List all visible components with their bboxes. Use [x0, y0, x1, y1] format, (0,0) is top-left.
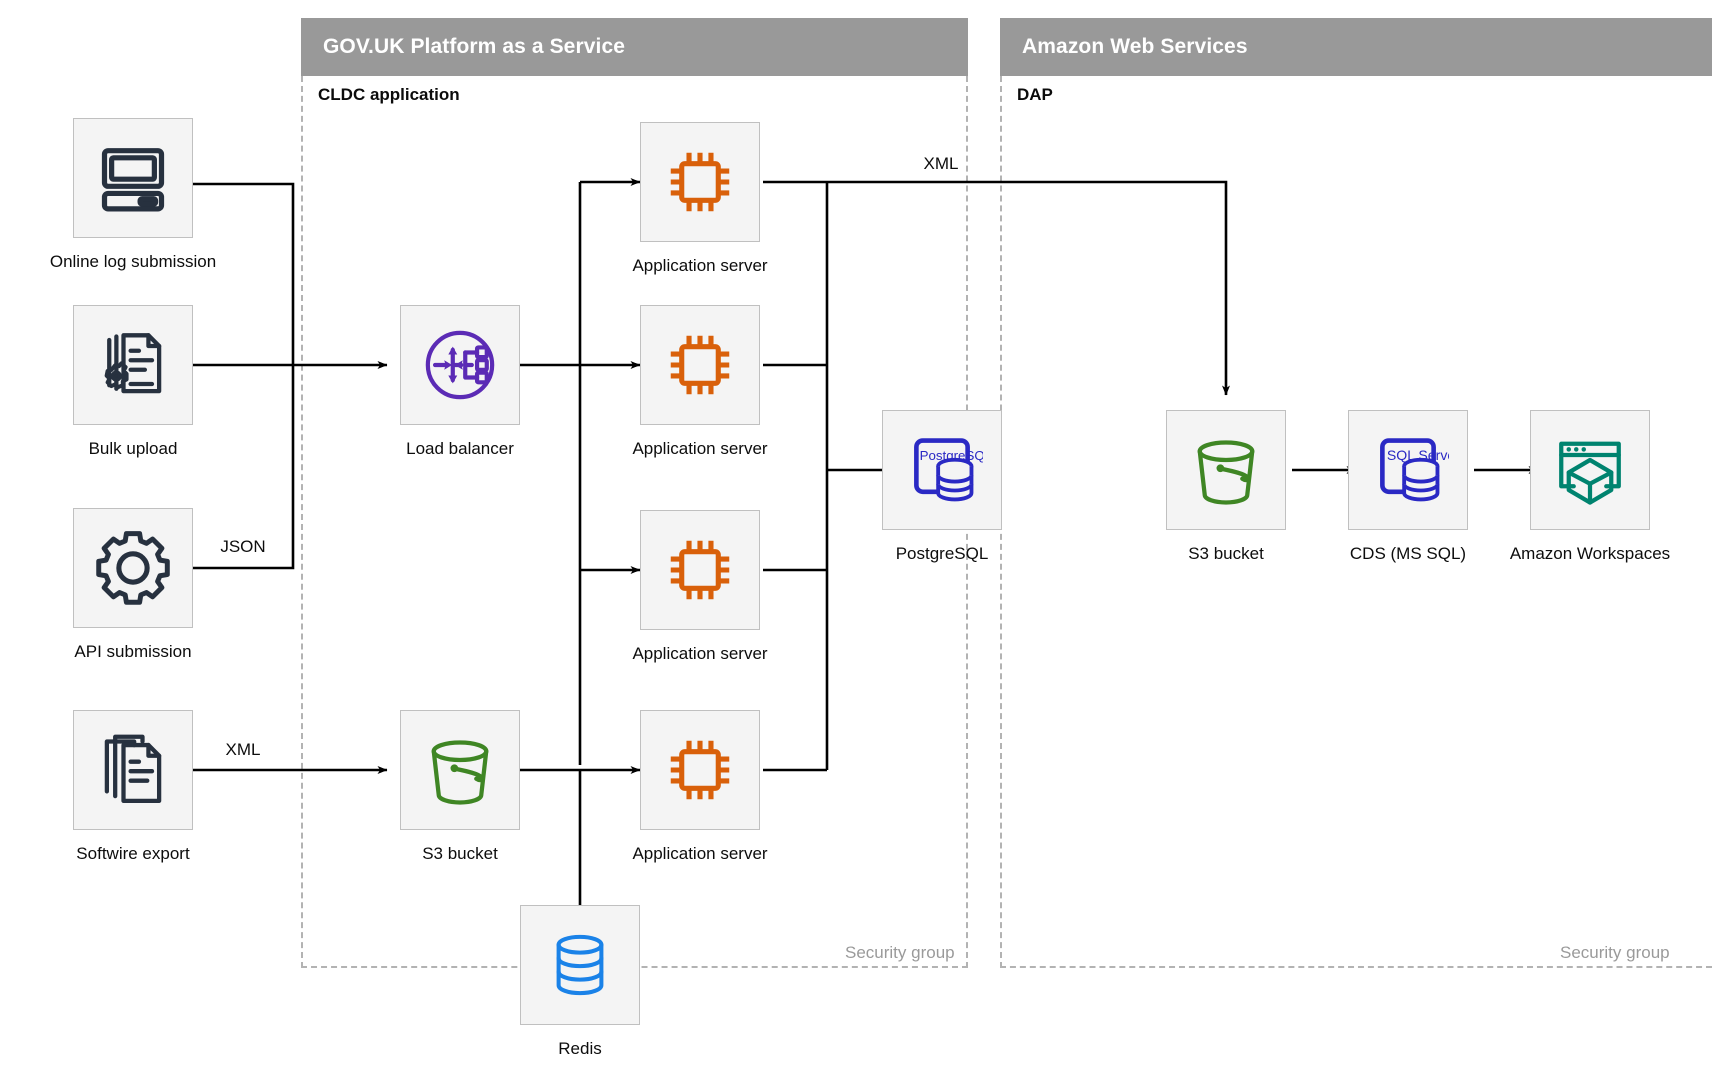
application-server-4-label: Application server — [632, 844, 768, 863]
group-header-aws-label: Amazon Web Services — [1022, 35, 1248, 58]
online-log-submission-label: Online log submission — [49, 252, 217, 271]
bulk-upload-label: Bulk upload — [88, 439, 178, 458]
cpu-chip-icon — [661, 143, 739, 221]
cds-ms-sql-label: CDS (MS SQL) — [1349, 544, 1467, 563]
s3-bucket-icon — [1186, 430, 1266, 510]
amazon-workspaces-box[interactable] — [1530, 410, 1650, 530]
security-group-label-paas: Security group — [845, 943, 955, 962]
application-server-3-box[interactable] — [640, 510, 760, 630]
bulk-upload-box[interactable] — [73, 305, 193, 425]
sql-server-database-icon: SQL Server — [1367, 429, 1449, 511]
document-gear-icon — [95, 327, 171, 403]
application-server-4-box[interactable] — [640, 710, 760, 830]
postgresql-database-icon: PostgreSQL — [901, 429, 983, 511]
s3-bucket-paas-box[interactable] — [400, 710, 520, 830]
amazon-workspaces-icon — [1550, 430, 1630, 510]
svg-text:SQL Server: SQL Server — [1387, 447, 1449, 463]
group-header-paas: GOV.UK Platform as a Service — [301, 18, 968, 76]
softwire-export-label: Softwire export — [76, 844, 190, 863]
softwire-export-box[interactable] — [73, 710, 193, 830]
s3-bucket-paas-label: S3 bucket — [422, 844, 498, 863]
api-submission-label: API submission — [74, 642, 192, 661]
amazon-workspaces-label: Amazon Workspaces — [1509, 544, 1671, 563]
application-server-1-label: Application server — [632, 256, 768, 275]
group-header-aws: Amazon Web Services — [1000, 18, 1712, 76]
cpu-chip-icon — [661, 531, 739, 609]
postgresql-label: PostgreSQL — [895, 544, 989, 563]
security-group-label-aws: Security group — [1560, 943, 1670, 962]
redis-database-icon — [544, 929, 616, 1001]
load-balancer-label: Load balancer — [406, 439, 514, 458]
online-log-submission-box[interactable] — [73, 118, 193, 238]
wire-online-log-to-bus — [193, 182, 295, 365]
gear-icon — [94, 529, 172, 607]
application-server-2-label: Application server — [632, 439, 768, 458]
cds-ms-sql-box[interactable]: SQL Server — [1348, 410, 1468, 530]
group-body-paas — [301, 76, 968, 968]
group-sublabel-cldc-application: CLDC application — [318, 85, 460, 104]
application-server-3-label: Application server — [632, 644, 768, 663]
load-balancer-icon — [418, 323, 502, 407]
document-stack-icon — [95, 732, 171, 808]
redis-label: Redis — [558, 1039, 602, 1058]
cpu-chip-icon — [661, 326, 739, 404]
edge-label-xml-dap: XML — [919, 154, 963, 174]
s3-bucket-aws-box[interactable] — [1166, 410, 1286, 530]
group-sublabel-dap: DAP — [1017, 85, 1053, 104]
application-server-1-box[interactable] — [640, 122, 760, 242]
edge-label-json: JSON — [216, 537, 270, 557]
svg-text:PostgreSQL: PostgreSQL — [920, 448, 983, 463]
api-submission-box[interactable] — [73, 508, 193, 628]
load-balancer-box[interactable] — [400, 305, 520, 425]
application-server-2-box[interactable] — [640, 305, 760, 425]
cpu-chip-icon — [661, 731, 739, 809]
desktop-computer-icon — [95, 140, 171, 216]
edge-label-xml-softwire: XML — [221, 740, 265, 760]
group-header-paas-label: GOV.UK Platform as a Service — [323, 35, 625, 58]
s3-bucket-icon — [420, 730, 500, 810]
s3-bucket-aws-label: S3 bucket — [1188, 544, 1264, 563]
redis-box[interactable] — [520, 905, 640, 1025]
postgresql-box[interactable]: PostgreSQL — [882, 410, 1002, 530]
